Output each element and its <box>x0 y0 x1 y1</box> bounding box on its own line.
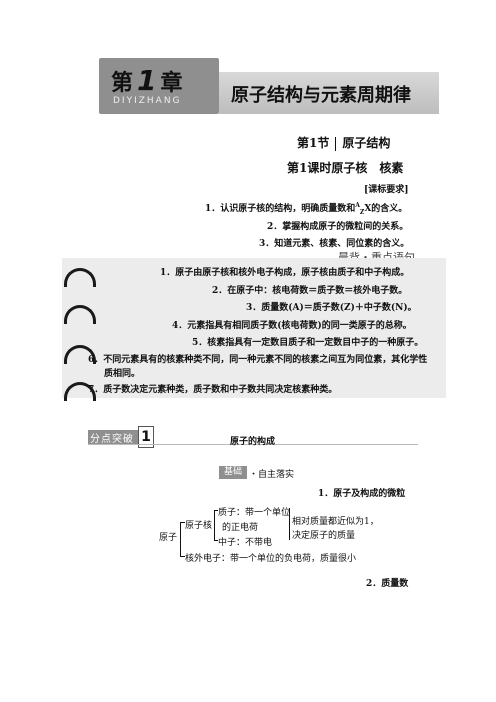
binder-ring-icon <box>64 305 96 324</box>
keypoint-title: 原子的构成 <box>230 437 276 447</box>
binder-ring-icon <box>64 268 96 287</box>
neutron-desc: 中子：不带电 <box>218 538 273 548</box>
recite-item: 5．核素指具有一定数目质子和一定数目中子的一种原子。 <box>192 338 424 348</box>
mass-note-cont: 决定原子的质量 <box>292 531 356 541</box>
chapter-pinyin: DIYIZHANG <box>113 96 182 106</box>
basics-tag: 基础 <box>219 466 247 479</box>
recite-item: 1．原子由原子核和核外电子构成，原子核由质子和中子构成。 <box>160 268 410 278</box>
requirement-item: 2．掌握构成原子的微粒间的关系。 <box>267 222 409 232</box>
basics-heading: 1．原子及构成的微粒 <box>318 489 406 499</box>
basics-heading: 2．质量数 <box>366 579 409 589</box>
proton-desc: 质子：带一个单位 <box>218 508 291 518</box>
divider <box>88 444 418 445</box>
keypoint-number: 1 <box>138 426 154 448</box>
recite-item: 质相同。 <box>104 369 141 379</box>
basics-suffix: ・自主落实 <box>249 470 295 480</box>
chapter-title: 原子结构与元素周期律 <box>231 85 411 106</box>
atom-label: 原子 <box>159 533 178 543</box>
lesson-title: 第1课时原子核 核素 <box>287 161 404 175</box>
requirement-item: 1．认识原子核的结构，明确质量数和AZX的含义。 <box>205 202 408 216</box>
recite-item: 7．质子数决定元素种类，质子数和中子数共同决定核素种类。 <box>88 385 338 395</box>
keypoint-tag: 分点突破 <box>88 430 154 445</box>
recite-item: 2．在原子中：核电荷数＝质子数＝核外电子数。 <box>212 286 408 296</box>
chapter-badge: 第1章 DIYIZHANG <box>99 58 219 114</box>
chapter-title-banner: 原子结构与元素周期律 <box>219 72 439 114</box>
requirements-label: [课标要求] <box>364 185 409 195</box>
proton-desc-cont: 的正电荷 <box>222 523 259 533</box>
binder-ring-icon <box>64 345 96 364</box>
recite-box <box>62 258 446 398</box>
mass-note: 相对质量都近似为1， <box>292 517 379 527</box>
recite-item: 3．质量数(A)＝质子数(Z)＋中子数(N)。 <box>246 303 417 313</box>
recite-item: 6．不同元素具有的核素种类不同，同一种元素不同的核素之间互为同位素，其化学性 <box>88 355 428 365</box>
electron-desc: 核外电子：带一个单位的负电荷，质量很小 <box>185 554 357 564</box>
binder-ring-icon <box>64 382 96 401</box>
requirement-item: 3．知道元素、核素、同位素的含义。 <box>259 239 410 249</box>
chapter-number: 第1章 <box>111 64 185 97</box>
section-heading: 第1节原子结构 <box>297 136 391 151</box>
nucleus-label: 原子核 <box>185 521 213 531</box>
recite-item: 4．元素指具有相同质子数(核电荷数)的同一类原子的总称。 <box>172 321 412 331</box>
